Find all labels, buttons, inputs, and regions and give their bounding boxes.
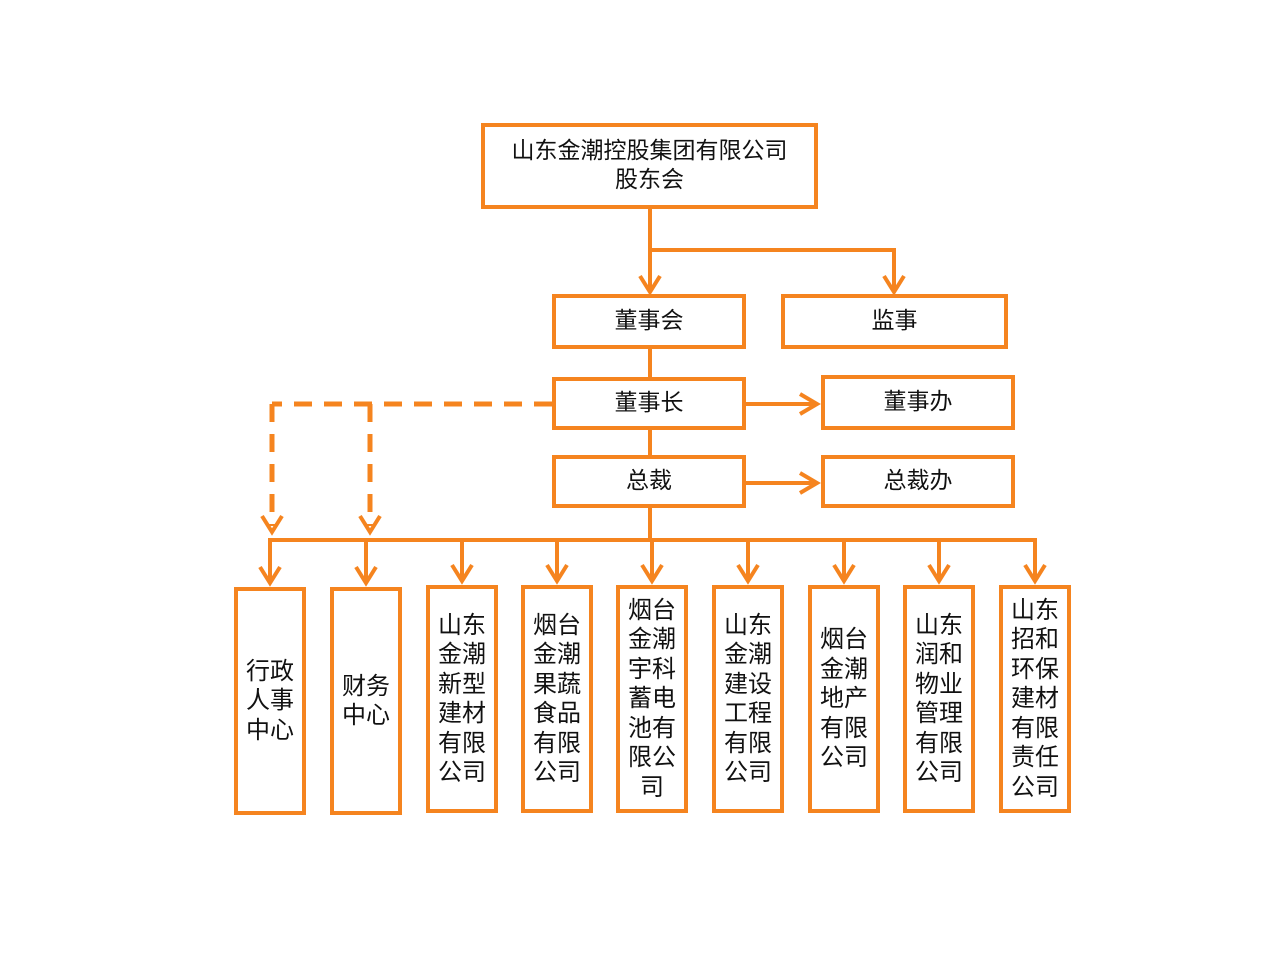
president-office-box: 总裁办 xyxy=(821,455,1015,508)
supervisor-label: 监事 xyxy=(871,308,918,334)
department-arrowhead xyxy=(450,563,474,585)
department-arrowhead xyxy=(640,563,664,585)
department-label: 财务中心 xyxy=(342,671,390,730)
department-box: 山东金潮建设工程有限公司 xyxy=(712,585,784,813)
department-arrowhead xyxy=(545,563,569,585)
department-label: 烟台金潮地产有限公司 xyxy=(820,625,868,772)
department-arrowhead xyxy=(927,563,951,585)
department-arrowhead xyxy=(354,565,378,587)
arrowhead-chairman-office xyxy=(798,392,821,416)
department-box: 山东金潮新型建材有限公司 xyxy=(426,585,498,813)
arrowhead-supervisor xyxy=(882,274,906,296)
chairman-label: 董事长 xyxy=(614,390,684,416)
department-arrowhead xyxy=(1023,563,1047,585)
arrowhead-dashed-finance xyxy=(358,514,382,536)
supervisor-box: 监事 xyxy=(781,294,1008,349)
department-drops xyxy=(258,538,1047,587)
department-label: 山东招和环保建材有限责任公司 xyxy=(1011,595,1059,801)
shareholders-box: 山东金潮控股集团有限公司 股东会 xyxy=(481,123,818,209)
department-label: 烟台金潮宇科蓄电池有限公司 xyxy=(628,595,676,801)
arrowhead-president-office xyxy=(798,471,821,495)
department-label: 山东金潮建设工程有限公司 xyxy=(724,610,772,787)
department-box: 烟台金潮宇科蓄电池有限公司 xyxy=(616,585,688,813)
department-arrowhead xyxy=(258,565,282,587)
department-box: 山东招和环保建材有限责任公司 xyxy=(999,585,1071,813)
department-label: 山东金潮新型建材有限公司 xyxy=(438,610,486,787)
shareholders-name: 山东金潮控股集团有限公司 xyxy=(511,138,788,164)
department-arrowhead xyxy=(832,563,856,585)
president-office-label: 总裁办 xyxy=(883,468,953,494)
board-label: 董事会 xyxy=(614,308,684,334)
department-box: 山东润和物业管理有限公司 xyxy=(903,585,975,813)
arrowhead-dashed-admin xyxy=(260,514,284,536)
board-box: 董事会 xyxy=(552,294,746,349)
shareholders-label: 股东会 xyxy=(615,167,684,193)
department-label: 烟台金潮果蔬食品有限公司 xyxy=(533,610,581,787)
president-label: 总裁 xyxy=(626,468,672,494)
chairman-office-label: 董事办 xyxy=(883,389,953,415)
chairman-box: 董事长 xyxy=(552,377,746,430)
department-box: 烟台金潮地产有限公司 xyxy=(808,585,880,813)
department-arrowhead xyxy=(736,563,760,585)
president-box: 总裁 xyxy=(552,455,746,508)
department-label: 行政人事中心 xyxy=(246,656,294,744)
department-label: 山东润和物业管理有限公司 xyxy=(915,610,963,787)
department-box: 行政人事中心 xyxy=(234,587,306,815)
department-box: 烟台金潮果蔬食品有限公司 xyxy=(521,585,593,813)
arrowhead-board xyxy=(638,274,662,296)
department-box: 财务中心 xyxy=(330,587,402,815)
chairman-office-box: 董事办 xyxy=(821,375,1015,430)
